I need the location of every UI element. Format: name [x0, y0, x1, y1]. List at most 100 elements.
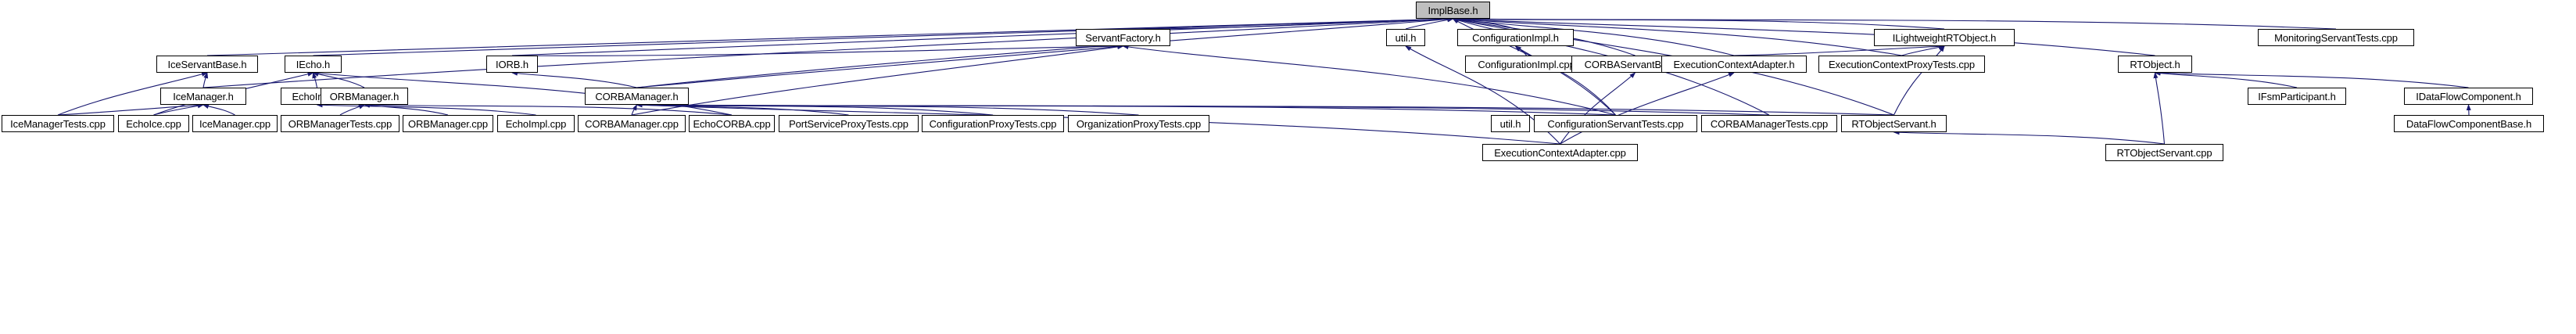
graph-node-iceservantbase-h[interactable]: IceServantBase.h	[156, 56, 258, 73]
edge-monitoringservanttests-cpp-to-implbase-h	[1452, 16, 2337, 30]
graph-node-rtobjectservant-cpp[interactable]: RTObjectServant.cpp	[2105, 144, 2223, 161]
node-label: ExecutionContextProxyTests.cpp	[1828, 58, 1976, 70]
edge-configurationproxytests-cpp-to-corbamanager-h	[636, 102, 994, 116]
graph-node-orbmanagertests-cpp[interactable]: ORBManagerTests.cpp	[281, 115, 399, 132]
edge-iorb-h-to-implbase-h	[511, 16, 1454, 56]
graph-node-implbase-h[interactable]: ImplBase.h	[1416, 2, 1490, 19]
graph-node-iorb-h[interactable]: IORB.h	[486, 56, 538, 73]
node-label: ORBManager.cpp	[408, 117, 488, 130]
node-label: EchoCORBA.cpp	[693, 117, 771, 130]
node-label: MonitoringServantTests.cpp	[2274, 31, 2398, 44]
node-label: CORBAServantBase.h	[1584, 58, 1686, 70]
edge-util-h-top-to-implbase-h	[1405, 17, 1454, 30]
edge-executioncontextproxytests-cpp-to-ilightweightrtobject-h	[1901, 45, 1945, 56]
edge-ifsmparticipant-h-to-rtobject-h	[2154, 70, 2298, 88]
node-label: CORBAManagerTests.cpp	[1710, 117, 1829, 130]
node-label: DataFlowComponentBase.h	[2406, 117, 2532, 130]
graph-node-configurationproxytests-cpp[interactable]: ConfigurationProxyTests.cpp	[922, 115, 1064, 132]
node-label: CORBAManager.cpp	[585, 117, 679, 130]
graph-node-configurationimpl-h[interactable]: ConfigurationImpl.h	[1457, 29, 1574, 46]
node-label: IEcho.h	[296, 58, 331, 70]
node-label: EchoIce.cpp	[126, 117, 181, 130]
node-label: ORBManagerTests.cpp	[288, 117, 392, 130]
graph-node-configurationimpl-cpp[interactable]: ConfigurationImpl.cpp	[1465, 56, 1588, 73]
edge-orbmanager-h-to-iecho-h	[312, 72, 365, 88]
graph-node-configurationservanttests-cpp[interactable]: ConfigurationServantTests.cpp	[1534, 115, 1697, 132]
graph-node-echocorba-cpp[interactable]: EchoCORBA.cpp	[689, 115, 775, 132]
graph-node-orbmanager-cpp[interactable]: ORBManager.cpp	[403, 115, 493, 132]
edge-idataflowcomponent-h-to-rtobject-h	[2154, 70, 2469, 88]
edge-executioncontextadapter-cpp-to-executioncontextadapter-h	[1560, 72, 1735, 145]
graph-node-icemanagertests-cpp[interactable]: IceManagerTests.cpp	[2, 115, 114, 132]
node-label: RTObject.h	[2130, 58, 2180, 70]
edge-echocorba-cpp-to-orbmanager-h	[364, 102, 733, 116]
node-label: IceServantBase.h	[167, 58, 247, 70]
edge-corbamanager-h-to-servantfactory-h	[636, 44, 1124, 88]
node-label: ConfigurationProxyTests.cpp	[929, 117, 1057, 130]
edge-rtobjectservant-cpp-to-rtobjectservant-h	[1893, 130, 2165, 145]
graph-node-corbamanager-cpp[interactable]: CORBAManager.cpp	[578, 115, 686, 132]
edge-corbamanager-cpp-to-corbamanager-h	[631, 104, 637, 116]
edge-rtobjectservant-h-to-corbamanager-h	[636, 102, 1894, 116]
graph-node-orbmanager-h[interactable]: ORBManager.h	[321, 88, 408, 105]
edge-configurationimpl-cpp-to-configurationimpl-h	[1514, 45, 1527, 56]
node-label: IORB.h	[495, 58, 529, 70]
graph-node-iecho-h[interactable]: IEcho.h	[285, 56, 342, 73]
node-label: util.h	[1499, 117, 1521, 130]
graph-node-util-h-bottom[interactable]: util.h	[1491, 115, 1530, 132]
graph-node-corbamanagertests-cpp[interactable]: CORBAManagerTests.cpp	[1701, 115, 1837, 132]
graph-node-rtobjectservant-h[interactable]: RTObjectServant.h	[1841, 115, 1947, 132]
edge-rtobjectservant-cpp-to-rtobject-h	[2153, 72, 2166, 145]
edge-corbamanager-h-to-implbase-h	[636, 16, 1454, 88]
graph-node-icemanager-h[interactable]: IceManager.h	[160, 88, 246, 105]
graph-node-executioncontextproxytests-cpp[interactable]: ExecutionContextProxyTests.cpp	[1818, 56, 1985, 73]
graph-node-echoimpl-cpp[interactable]: EchoImpl.cpp	[497, 115, 575, 132]
edge-corbamanager-cpp-to-servantfactory-h	[631, 44, 1124, 116]
graph-node-servantfactory-h[interactable]: ServantFactory.h	[1076, 29, 1170, 46]
graph-node-ifsmparticipant-h[interactable]: IFsmParticipant.h	[2248, 88, 2346, 105]
node-label: OrganizationProxyTests.cpp	[1076, 117, 1202, 130]
edge-ilightweightrtobject-h-to-implbase-h	[1452, 16, 1945, 30]
edge-iecho-h-to-implbase-h	[313, 16, 1454, 56]
node-label: ILightweightRTObject.h	[1892, 31, 1997, 44]
edge-icemanager-h-to-implbase-h	[202, 16, 1454, 88]
graph-node-echoice-cpp[interactable]: EchoIce.cpp	[118, 115, 189, 132]
graph-node-organizationproxytests-cpp[interactable]: OrganizationProxyTests.cpp	[1068, 115, 1209, 132]
graph-node-util-h-top[interactable]: util.h	[1386, 29, 1425, 46]
graph-node-icemanager-cpp[interactable]: IceManager.cpp	[192, 115, 278, 132]
graph-node-portserviceproxytests-cpp[interactable]: PortServiceProxyTests.cpp	[779, 115, 919, 132]
graph-node-executioncontextadapter-cpp[interactable]: ExecutionContextAdapter.cpp	[1482, 144, 1638, 161]
edge-configurationservanttests-cpp-to-corbamanager-h	[636, 102, 1616, 116]
edge-servantfactory-h-to-implbase-h	[1123, 16, 1454, 30]
edge-corbamanager-h-to-iorb-h	[511, 70, 637, 88]
node-label: ExecutionContextAdapter.cpp	[1494, 146, 1626, 159]
node-label: IceManager.h	[173, 90, 234, 102]
node-label: ConfigurationImpl.h	[1472, 31, 1559, 44]
edge-dataflowcomponentbase-h-to-idataflowcomponent-h	[2466, 104, 2471, 116]
node-label: util.h	[1395, 31, 1417, 44]
edge-icemanagertests-cpp-to-icemanager-h	[57, 102, 204, 116]
graph-node-idataflowcomponent-h[interactable]: IDataFlowComponent.h	[2404, 88, 2533, 105]
edge-orbmanagertests-cpp-to-orbmanager-h	[339, 104, 365, 116]
edge-executioncontextadapter-cpp-to-corbaservantbase-h	[1560, 72, 1636, 145]
graph-node-dataflowcomponentbase-h[interactable]: DataFlowComponentBase.h	[2394, 115, 2544, 132]
node-label: ExecutionContextAdapter.h	[1673, 58, 1795, 70]
edge-iceservantbase-h-to-implbase-h	[206, 16, 1454, 56]
graph-node-rtobject-h[interactable]: RTObject.h	[2118, 56, 2192, 73]
edge-configurationimpl-h-to-implbase-h	[1452, 17, 1516, 30]
edge-organizationproxytests-cpp-to-corbamanager-h	[636, 102, 1139, 116]
edge-echoimpl-h-to-iecho-h	[312, 72, 318, 88]
graph-node-ilightweightrtobject-h[interactable]: ILightweightRTObject.h	[1874, 29, 2015, 46]
edge-echoice-cpp-to-icemanager-h	[153, 103, 204, 116]
edge-iorb-h-to-servantfactory-h	[511, 44, 1124, 56]
edge-orbmanager-cpp-to-orbmanager-h	[364, 102, 449, 116]
node-label: RTObjectServant.cpp	[2116, 146, 2212, 159]
graph-node-executioncontextadapter-h[interactable]: ExecutionContextAdapter.h	[1661, 56, 1807, 73]
node-label: IceManagerTests.cpp	[10, 117, 106, 130]
graph-node-monitoringservanttests-cpp[interactable]: MonitoringServantTests.cpp	[2258, 29, 2414, 46]
graph-node-corbamanager-h[interactable]: CORBAManager.h	[585, 88, 689, 105]
node-label: EchoImpl.cpp	[505, 117, 567, 130]
node-label: RTObjectServant.h	[1851, 117, 1936, 130]
